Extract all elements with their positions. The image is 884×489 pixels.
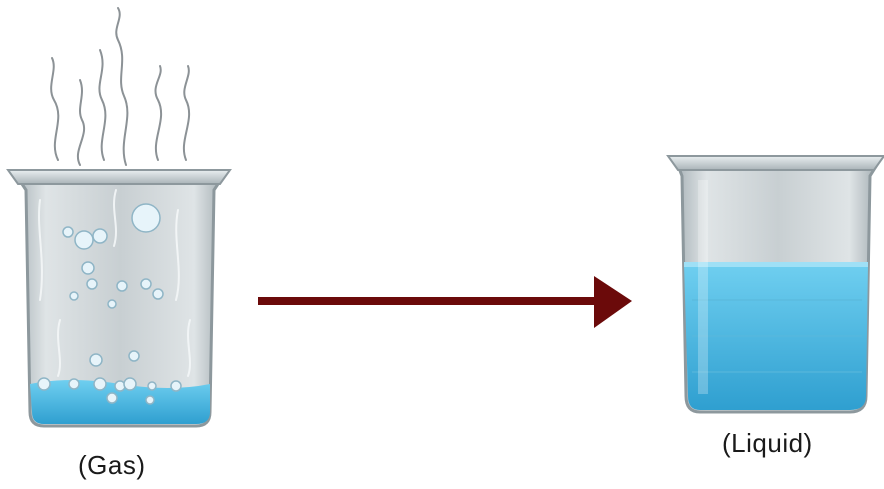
gas-beaker <box>6 7 232 428</box>
liquid-beaker <box>666 155 884 414</box>
liquid-label: (Liquid) <box>722 428 813 458</box>
steam-icon <box>50 7 191 166</box>
gas-beaker-water <box>30 380 210 424</box>
gas-label: (Gas) <box>78 450 146 480</box>
liquid-beaker-water <box>684 264 868 410</box>
arrow-icon <box>258 276 632 328</box>
bubbles-icon <box>37 203 182 405</box>
